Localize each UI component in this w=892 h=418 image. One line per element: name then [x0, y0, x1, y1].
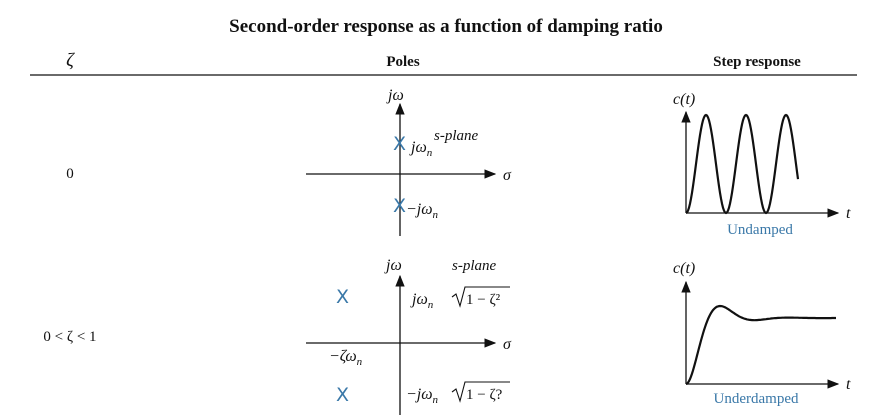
figure-title: Second-order response as a function of d… — [229, 16, 663, 37]
row-2-pole-plot: jω σ s-plane X jωn 1 − ζ² −ζωn X −jωn 1 … — [306, 257, 512, 415]
row-2-lower-radical — [451, 381, 510, 403]
row-2-step-y-label: c(t) — [673, 260, 695, 277]
row-2-step-caption: Underdamped — [714, 391, 799, 407]
row-1-s-plane-label: s-plane — [434, 128, 479, 144]
row-2-lower-pole-marker: X — [336, 384, 349, 406]
row-1-lower-pole-marker: X — [393, 195, 406, 217]
row-2-real-axis-label: σ — [503, 336, 512, 353]
row-2-upper-radical — [451, 286, 510, 308]
row-2-s-plane-label: s-plane — [452, 258, 497, 274]
row-1-imag-axis-label: jω — [386, 87, 404, 104]
row-1-real-axis-label: σ — [503, 167, 512, 184]
header-step-response: Step response — [713, 54, 801, 70]
row-1-step-y-label: c(t) — [673, 91, 695, 108]
row-2-imag-axis-label: jω — [384, 257, 402, 274]
row-2-underdamped-curve — [685, 304, 836, 386]
row-1-upper-pole-label: jωn — [409, 139, 433, 159]
header-poles: Poles — [386, 54, 419, 70]
row-1-undamped-curve — [685, 113, 800, 215]
row-2-real-part-label: −ζωn — [329, 348, 363, 368]
row-1-lower-pole-label: −jωn — [406, 201, 439, 221]
row-2-lower-root: 1 − ζ? — [466, 387, 503, 403]
row-1-step-x-label: t — [846, 205, 851, 222]
row-2-upper-pole-label: jωn — [410, 291, 434, 311]
row-2-lower-pole-label: −jωn — [406, 386, 439, 406]
row-1-pole-plot: jω σ s-plane X jωn X −jωn — [306, 87, 512, 236]
row-1-zeta-label: 0 — [66, 166, 74, 182]
row-2-step-x-label: t — [846, 376, 851, 393]
row-2-upper-root: 1 − ζ² — [466, 292, 501, 308]
row-1-step-caption: Undamped — [727, 222, 793, 238]
header-zeta: ζ — [66, 50, 75, 71]
row-2-step-plot: c(t) t Underdamped — [673, 260, 851, 407]
row-1-upper-pole-marker: X — [393, 133, 406, 155]
row-2-upper-pole-marker: X — [336, 286, 349, 308]
row-1-step-plot: c(t) t Undamped — [673, 91, 851, 238]
row-2-zeta-label: 0 < ζ < 1 — [43, 329, 96, 345]
